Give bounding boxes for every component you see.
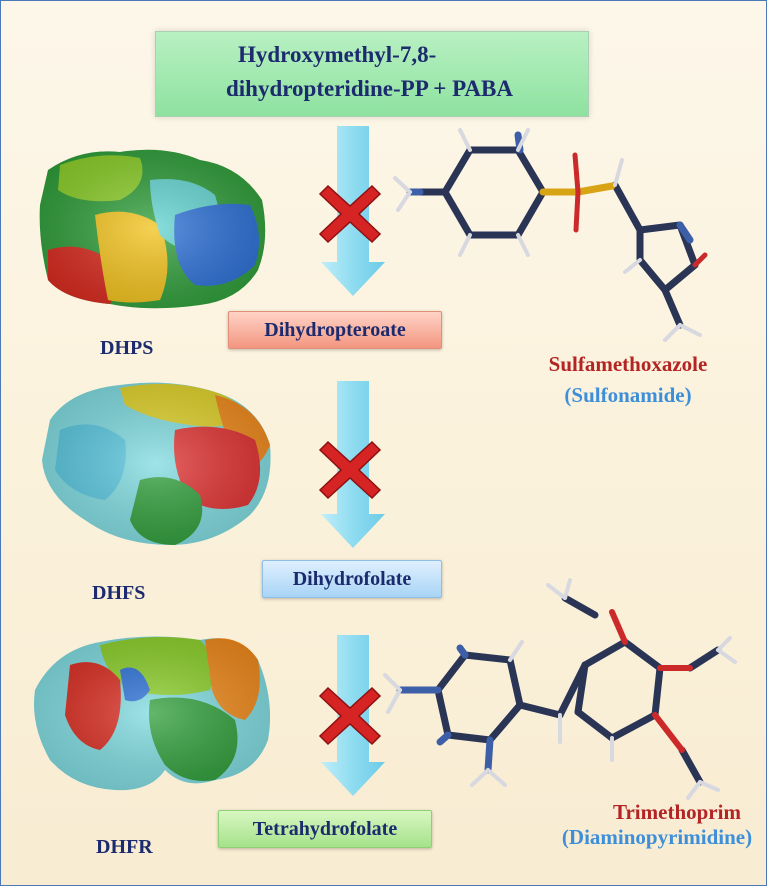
protein-surface-dhfr [34, 636, 271, 791]
protein-surface-dhfs [42, 382, 271, 545]
substrate-line-1: Hydroxymethyl-7,8- [238, 42, 437, 67]
drug-class-diaminopyrimidine: (Diaminopyrimidine) [561, 825, 753, 849]
molecule-structure-trimethoprim [383, 578, 737, 800]
product-dihydrofolate: Dihydrofolate [262, 560, 442, 598]
inhibition-x-icon-3 [318, 686, 382, 746]
drug-class-sulfonamide: (Sulfonamide) [564, 383, 692, 407]
enzyme-label-dhfs: DHFS [92, 582, 146, 604]
enzyme-label-dhfr: DHFR [96, 836, 153, 858]
enzyme-label-dhps: DHPS [100, 337, 154, 359]
substrate-line-2: dihydropteridine-PP + PABA [226, 76, 513, 101]
drug-label-sulfamethoxazole: Sulfamethoxazole (Sulfonamide) [528, 352, 728, 408]
product-tetrahydrofolate: Tetrahydrofolate [218, 810, 432, 848]
molecule-structure-sulfamethoxazole [393, 128, 708, 342]
drug-name-sulfamethoxazole: Sulfamethoxazole [548, 352, 708, 376]
drug-label-trimethoprim: Trimethoprim (Diaminopyrimidine) [548, 800, 766, 850]
inhibition-x-icon-2 [318, 440, 382, 500]
drug-name-trimethoprim: Trimethoprim [613, 800, 741, 824]
inhibition-x-icon-1 [318, 184, 382, 244]
substrate-box: Hydroxymethyl-7,8- dihydropteridine-PP +… [155, 31, 589, 117]
protein-surface-dhps [39, 149, 266, 309]
product-dihydropteroate: Dihydropteroate [228, 311, 442, 349]
